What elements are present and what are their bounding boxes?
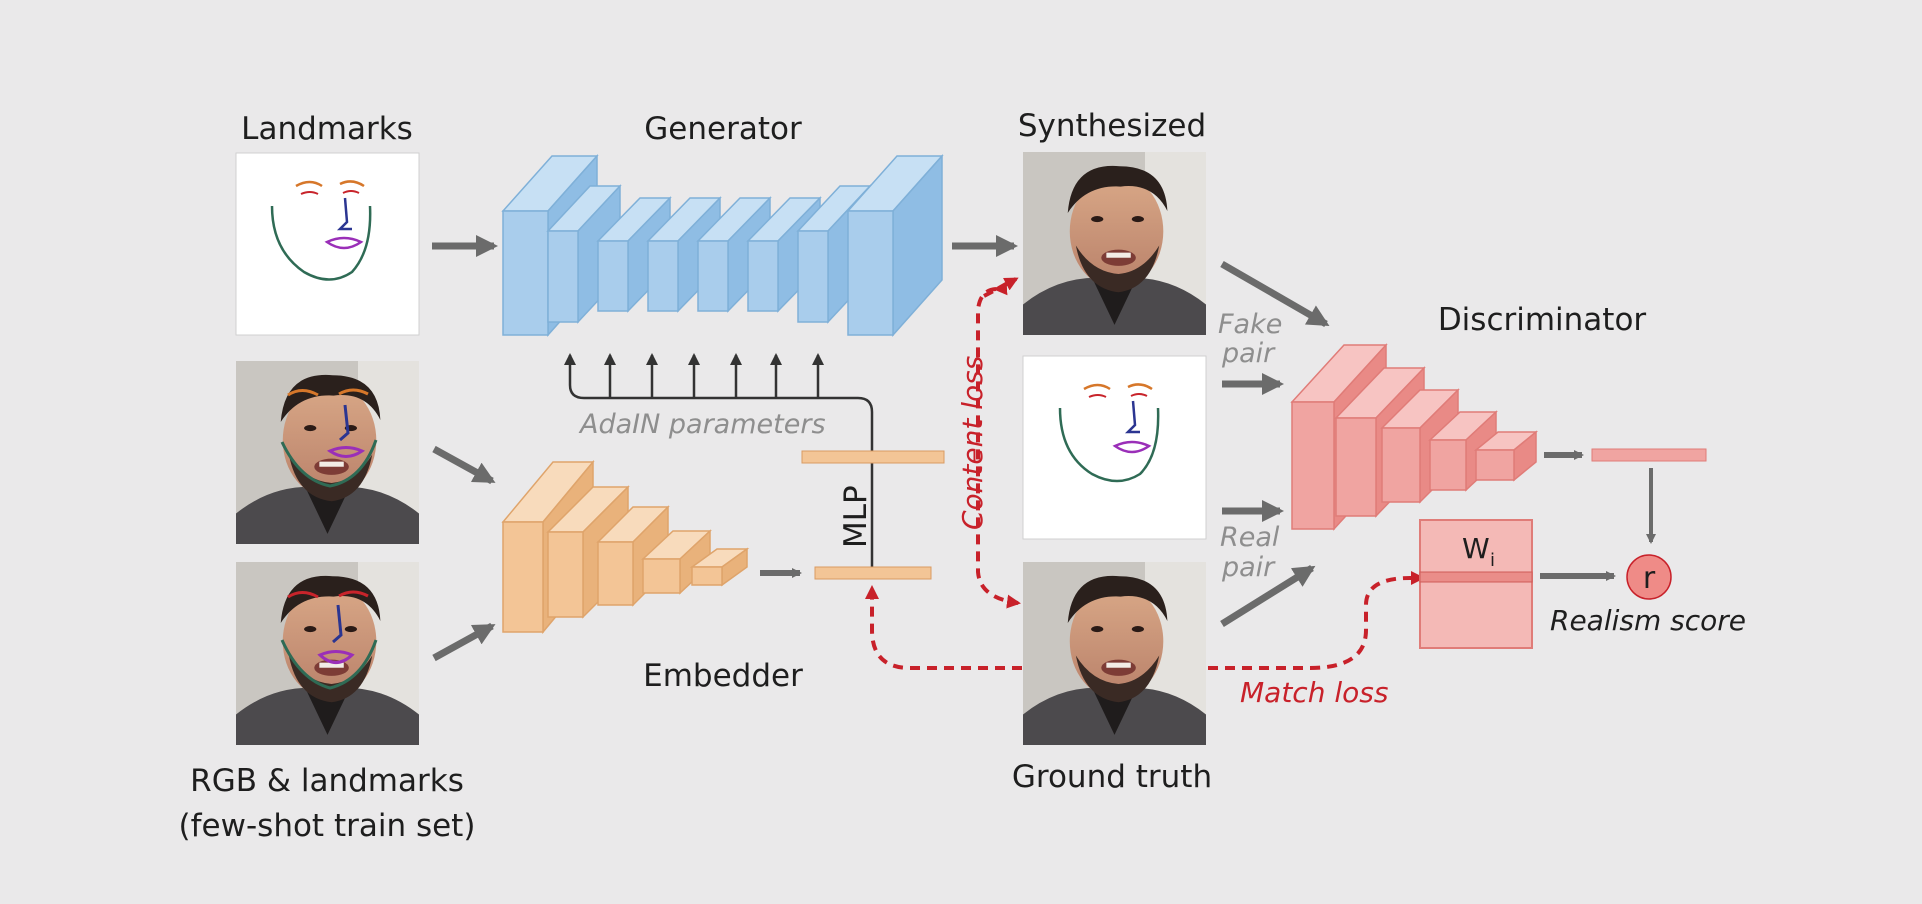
rgb-label-line1: RGB & landmarks — [190, 763, 464, 799]
fake-pair-label-1: Fake — [1218, 309, 1282, 340]
photo2-to-embedder-arrow — [432, 622, 496, 662]
gt-to-discriminator-arrow — [1220, 565, 1316, 627]
synthesized-label: Synthesized — [1018, 108, 1206, 144]
mlp-label: MLP — [838, 485, 874, 548]
landmark-sketch-icon — [1022, 355, 1207, 540]
match-loss-arrow — [1208, 571, 1425, 670]
realism-score-node — [1626, 554, 1672, 600]
face-photo-icon — [1023, 562, 1206, 745]
r-label: r — [1643, 561, 1656, 596]
rgb-label-line2: (few-shot train set) — [179, 808, 476, 844]
real-pair-label-1: Real — [1220, 522, 1280, 553]
embedding-bar — [814, 566, 932, 580]
photo1-to-embedder-arrow — [432, 445, 496, 485]
fake-pair-label-2: pair — [1221, 338, 1276, 369]
face-photo-icon — [236, 562, 419, 745]
landmark-sketch-icon — [235, 152, 420, 336]
w-label: W — [1462, 532, 1490, 565]
real-pair-label-2: pair — [1221, 552, 1276, 583]
discriminator-label: Discriminator — [1438, 302, 1647, 338]
discriminator-network — [1290, 343, 1539, 531]
face-photo-icon — [236, 361, 419, 544]
adain-label: AdaIN parameters — [578, 409, 826, 440]
generator-network — [501, 154, 944, 337]
embedder-label: Embedder — [643, 658, 803, 694]
w-sub-label: i — [1490, 550, 1495, 571]
match-loss-to-mlp-arrow — [865, 585, 1022, 670]
embedder-network — [501, 459, 750, 635]
mlp-output-bar — [801, 450, 945, 464]
realism-score-label: Realism score — [1550, 604, 1746, 637]
wi-embedding-matrix: W i — [1419, 519, 1533, 649]
content-loss-arrow — [976, 281, 1021, 609]
synth-to-discriminator-arrow — [1220, 260, 1330, 328]
generator-label: Generator — [644, 111, 802, 147]
landmarks-label: Landmarks — [241, 111, 413, 147]
discriminator-output-bar — [1591, 448, 1707, 462]
ground-truth-label: Ground truth — [1012, 759, 1212, 795]
face-photo-icon — [1023, 152, 1206, 335]
match-loss-label: Match loss — [1240, 676, 1388, 709]
content-loss-label: Content loss — [956, 356, 989, 530]
